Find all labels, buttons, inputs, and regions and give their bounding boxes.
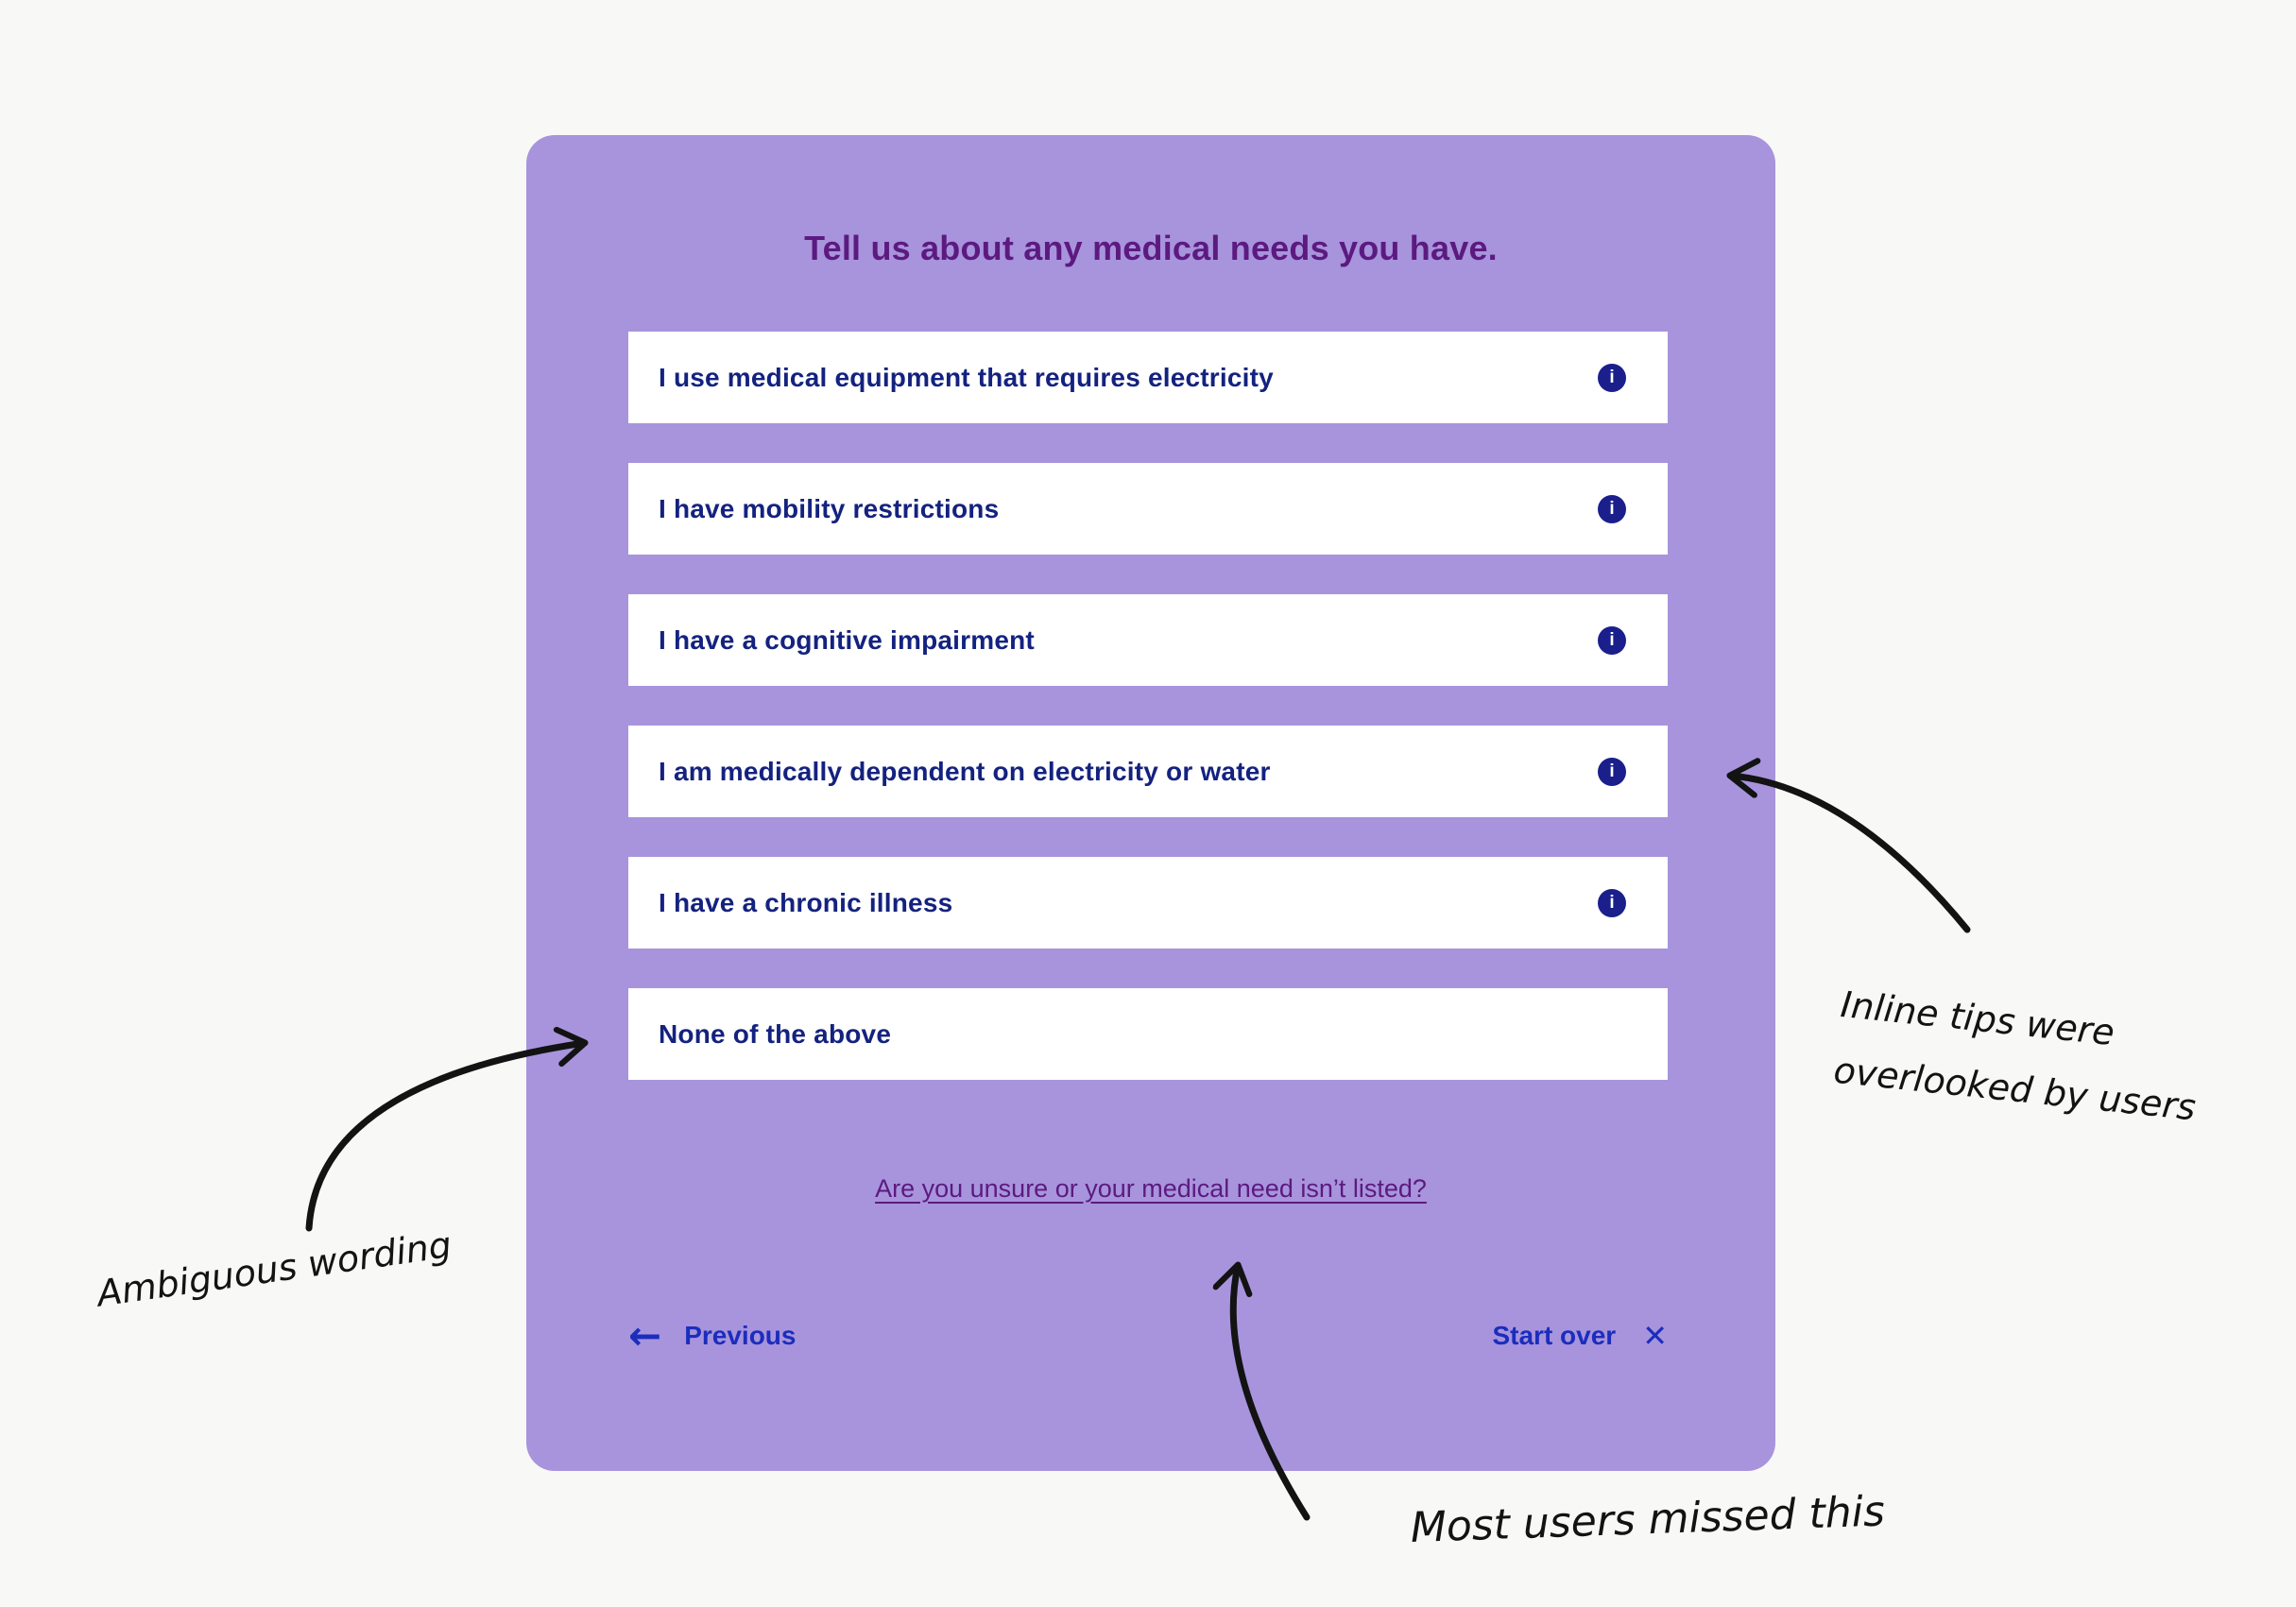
- options-list: I use medical equipment that requires el…: [628, 332, 1668, 1120]
- option-label: None of the above: [659, 1018, 892, 1049]
- option-label: I am medically dependent on electricity …: [659, 756, 1271, 786]
- back-arrow-icon: ←: [628, 1312, 662, 1359]
- close-icon: ✕: [1642, 1318, 1668, 1354]
- annotation-ambiguous-wording: Ambiguous wording: [94, 1223, 454, 1315]
- option-mobility-restrictions[interactable]: I have mobility restrictions i: [628, 463, 1668, 555]
- medical-needs-card: Tell us about any medical needs you have…: [526, 135, 1775, 1471]
- help-link-row: Are you unsure or your medical need isn’…: [526, 1174, 1775, 1204]
- option-label: I have mobility restrictions: [659, 493, 1000, 523]
- info-icon[interactable]: i: [1598, 494, 1626, 523]
- annotation-most-users-missed: Most users missed this: [1410, 1487, 1886, 1552]
- info-icon[interactable]: i: [1598, 625, 1626, 655]
- footer-actions: ← Previous Start over ✕: [628, 1316, 1668, 1356]
- option-label: I have a cognitive impairment: [659, 624, 1035, 655]
- info-icon[interactable]: i: [1598, 363, 1626, 392]
- option-cognitive-impairment[interactable]: I have a cognitive impairment i: [628, 594, 1668, 686]
- option-medical-equipment[interactable]: I use medical equipment that requires el…: [628, 332, 1668, 423]
- info-icon[interactable]: i: [1598, 757, 1626, 786]
- option-medically-dependent[interactable]: I am medically dependent on electricity …: [628, 726, 1668, 817]
- previous-button[interactable]: ← Previous: [628, 1316, 796, 1356]
- option-label: I have a chronic illness: [659, 887, 953, 917]
- option-none-of-the-above[interactable]: None of the above: [628, 988, 1668, 1080]
- info-icon[interactable]: i: [1598, 888, 1626, 917]
- start-over-button[interactable]: Start over ✕: [1492, 1321, 1668, 1351]
- option-label: I use medical equipment that requires el…: [659, 362, 1274, 392]
- start-over-label: Start over: [1492, 1321, 1617, 1350]
- annotation-inline-tips: Inline tips were overlooked by users: [1830, 971, 2205, 1141]
- page-title: Tell us about any medical needs you have…: [804, 229, 1498, 267]
- unsure-help-link[interactable]: Are you unsure or your medical need isn’…: [875, 1174, 1427, 1203]
- option-chronic-illness[interactable]: I have a chronic illness i: [628, 857, 1668, 949]
- previous-label: Previous: [684, 1321, 797, 1350]
